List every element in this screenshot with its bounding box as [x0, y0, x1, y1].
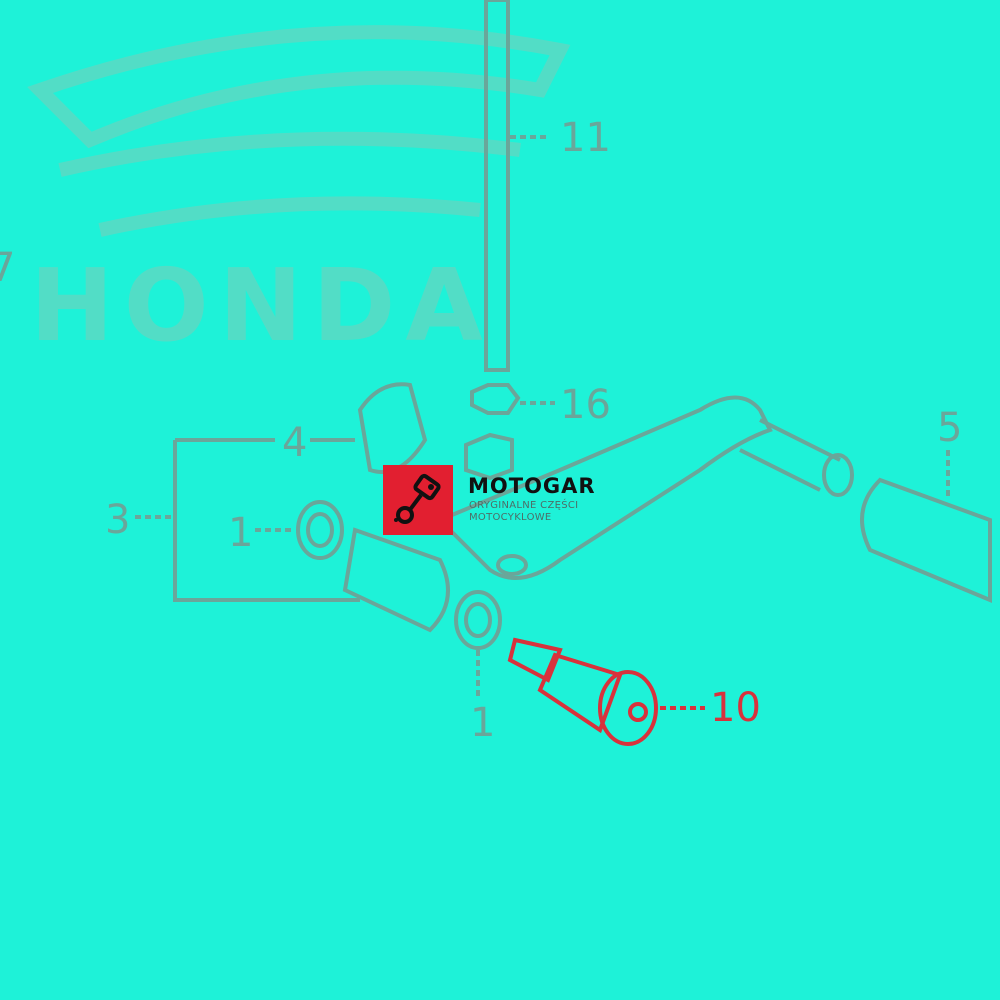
callout-4: 4	[282, 420, 308, 466]
callout-16: 16	[560, 382, 611, 428]
logo-tagline-1: ORYGINALNE CZĘŚCI	[469, 500, 579, 511]
pivot-collar	[342, 527, 450, 633]
callout-7: 7	[0, 245, 16, 291]
honda-watermark: HONDA	[27, 25, 571, 364]
callout-1-upper: 1	[228, 510, 254, 556]
nut	[470, 383, 521, 415]
logo-tagline: ORYGINALNE CZĘŚCI MOTOCYKLOWE	[469, 500, 578, 524]
motogar-logo-icon	[383, 465, 453, 535]
callout-11: 11	[560, 115, 611, 161]
callout-10: 10	[710, 685, 761, 731]
highlighted-pivot-bolt	[507, 637, 705, 746]
logo-tagline-2: MOTOCYKLOWE	[469, 512, 552, 523]
stud-bolt	[484, 0, 510, 372]
callout-3: 3	[105, 497, 131, 543]
callout-1-lower: 1	[470, 700, 496, 746]
shift-arm	[436, 395, 773, 580]
svg-text:HONDA: HONDA	[30, 247, 493, 364]
footrest-rubber	[860, 477, 992, 603]
logo-name: MOTOGAR	[468, 474, 596, 498]
piston-icon	[394, 473, 441, 524]
callout-5: 5	[937, 405, 963, 451]
